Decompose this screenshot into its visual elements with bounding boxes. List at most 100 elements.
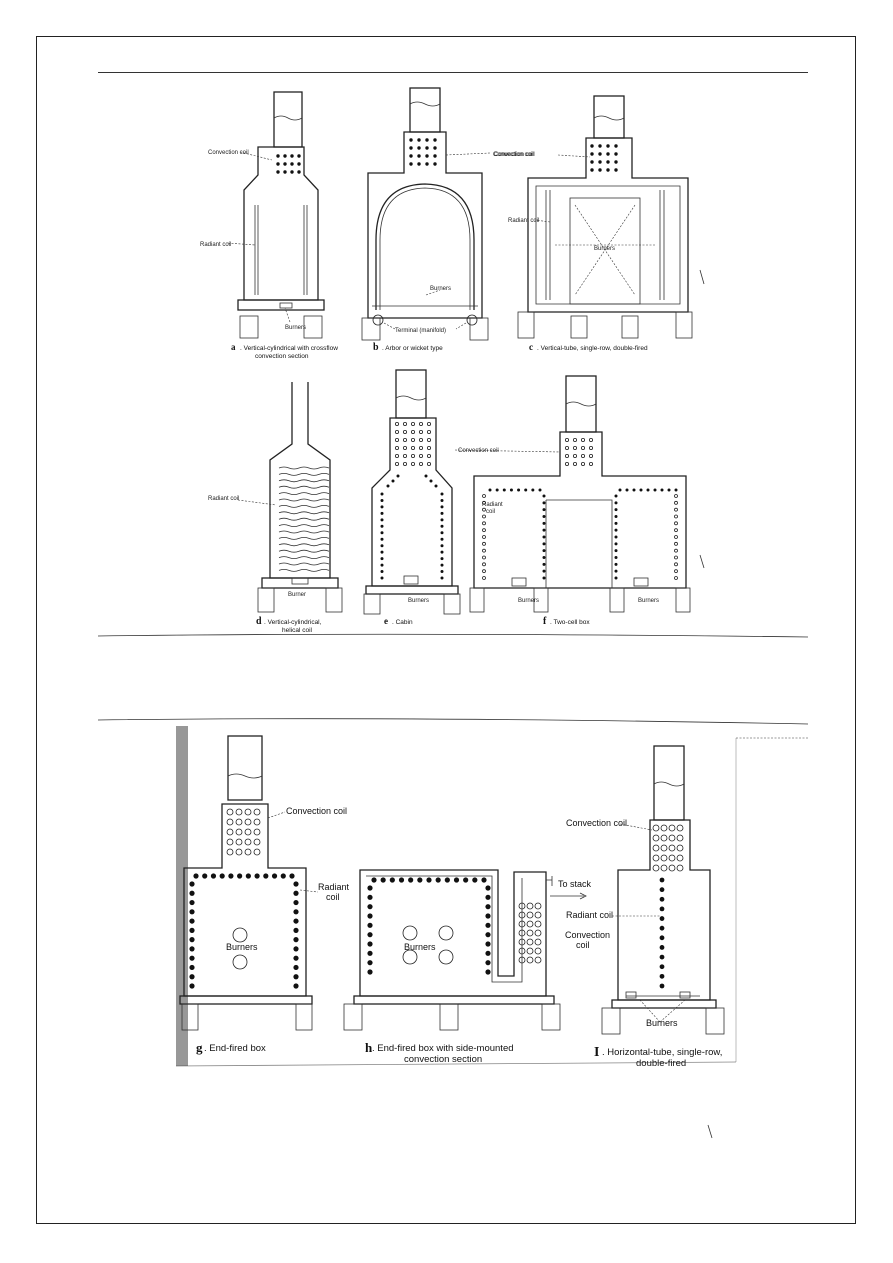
- tube: [380, 518, 384, 522]
- tube: [293, 937, 299, 943]
- helical-coil-turn: [278, 473, 330, 476]
- tube: [660, 824, 668, 832]
- tube: [253, 808, 261, 816]
- tube: [380, 877, 386, 883]
- figure-b-pier-left: [361, 317, 381, 341]
- tube: [409, 146, 413, 150]
- tube: [453, 877, 460, 883]
- figure-e-convection-tubes: [394, 421, 431, 466]
- tube: [482, 555, 486, 560]
- tube: [410, 429, 415, 434]
- tube: [253, 848, 261, 856]
- tube: [614, 556, 618, 559]
- helical-coil-turn: [278, 569, 330, 572]
- tube: [380, 550, 384, 554]
- tube: [402, 461, 407, 466]
- tube: [482, 494, 486, 498]
- tube: [380, 563, 384, 567]
- tube: [542, 549, 546, 553]
- tube: [590, 160, 594, 164]
- tube: [429, 479, 433, 483]
- tube: [526, 902, 534, 910]
- tube: [276, 154, 280, 158]
- tube: [380, 524, 384, 528]
- tube: [534, 911, 542, 919]
- tube: [542, 576, 546, 580]
- figure-i-label-convection: Convection coil: [566, 818, 627, 828]
- tube: [590, 152, 594, 156]
- tube: [226, 838, 234, 846]
- figure-e-label-burners: Burners: [408, 598, 429, 604]
- tube: [254, 873, 260, 879]
- tube: [518, 920, 526, 928]
- figure-i: Convection coil Radiant coil Burners I .…: [566, 745, 725, 1069]
- figure-b-arch: [375, 183, 475, 310]
- tube: [189, 918, 195, 924]
- tube: [502, 488, 506, 492]
- tube: [244, 848, 252, 856]
- helical-coil-turn: [278, 466, 330, 470]
- figure-h-label-to-stack: To stack: [558, 879, 592, 889]
- helical-coil-turn: [278, 524, 330, 527]
- tube: [614, 168, 618, 172]
- figure-a-caption-1: . Vertical-cylindrical with crossflow: [240, 345, 338, 352]
- figure-c: Convection coil Radiant coil Burners c .…: [494, 95, 693, 352]
- tube: [542, 494, 546, 498]
- figure-e-shell: [371, 417, 453, 587]
- tube: [614, 542, 618, 546]
- figure-i-stack: [653, 745, 685, 821]
- figure-c-stack: [593, 95, 625, 139]
- tube: [417, 154, 421, 158]
- figure-h-label-convection-1: Convection: [565, 930, 610, 940]
- tube: [674, 576, 678, 580]
- figure-a-convection-tubes: [276, 154, 301, 174]
- tube: [526, 920, 534, 928]
- tube: [614, 562, 618, 566]
- tube: [482, 514, 486, 519]
- tube: [380, 570, 384, 574]
- tube: [394, 437, 399, 442]
- helical-coil-turn: [278, 498, 330, 502]
- figure-f: Convection coil Radiant coil Burners Bur…: [454, 375, 691, 627]
- tube: [589, 437, 594, 442]
- tube: [219, 873, 225, 879]
- figure-a-pier-left: [239, 315, 259, 339]
- tube: [652, 854, 660, 862]
- figure-a-label-convection: Convection coil: [208, 150, 249, 156]
- tube: [293, 946, 299, 952]
- tube: [485, 894, 491, 900]
- tube: [659, 954, 665, 960]
- figure-c-letter: c: [529, 342, 533, 352]
- figure-f-label-radiant-1: Radiant: [482, 502, 503, 508]
- tube: [542, 521, 546, 525]
- tube: [440, 570, 444, 574]
- helical-coil-turn: [278, 537, 330, 540]
- tube: [367, 960, 373, 966]
- tube: [380, 576, 384, 580]
- tube: [509, 488, 513, 492]
- helical-coil-turn: [278, 517, 330, 521]
- tube: [618, 488, 622, 492]
- tube: [293, 918, 299, 924]
- figure-b: Convection coil Burners Terminal (manifo…: [361, 87, 534, 353]
- tube: [283, 170, 287, 174]
- tube: [668, 864, 676, 872]
- tube: [524, 488, 528, 492]
- tube: [276, 162, 280, 166]
- tube: [293, 983, 299, 989]
- tube: [674, 507, 678, 512]
- figure-g-stack: [227, 735, 263, 801]
- tube: [565, 453, 570, 458]
- tube: [660, 854, 668, 862]
- tube: [418, 461, 423, 466]
- tube: [396, 474, 400, 478]
- tube: [440, 524, 444, 528]
- tube: [659, 973, 665, 979]
- helical-coil-turn: [278, 485, 330, 489]
- tube: [589, 453, 594, 458]
- tube: [402, 429, 407, 434]
- tube: [482, 562, 486, 567]
- figure-a-label-burners: Burners: [285, 325, 306, 331]
- tube: [485, 941, 491, 947]
- figure-a-label-radiant: Radiant coil: [200, 242, 231, 248]
